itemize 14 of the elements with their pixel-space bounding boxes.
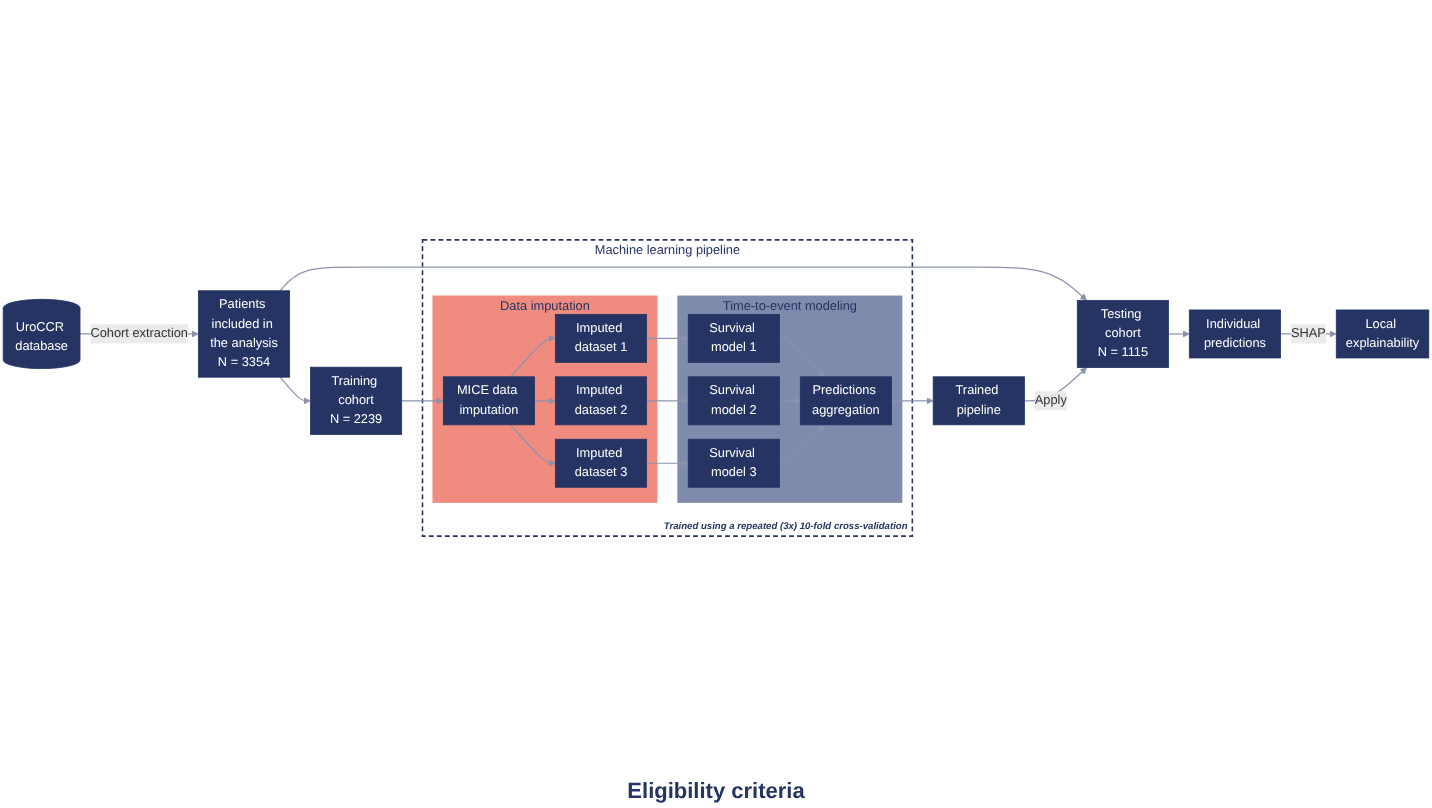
arrow [646, 397, 689, 405]
arrow [401, 397, 444, 405]
arrow [279, 376, 311, 405]
arrow [509, 334, 556, 378]
arrow [646, 334, 689, 342]
arrow [509, 424, 556, 467]
arrow [778, 424, 825, 464]
arrow [646, 459, 689, 467]
arrow [890, 397, 934, 405]
arrow [778, 337, 825, 378]
arrow [533, 397, 556, 405]
arrow [279, 266, 1087, 301]
arrow [1167, 330, 1190, 338]
note-text: Eligibility criteria [627, 780, 805, 804]
